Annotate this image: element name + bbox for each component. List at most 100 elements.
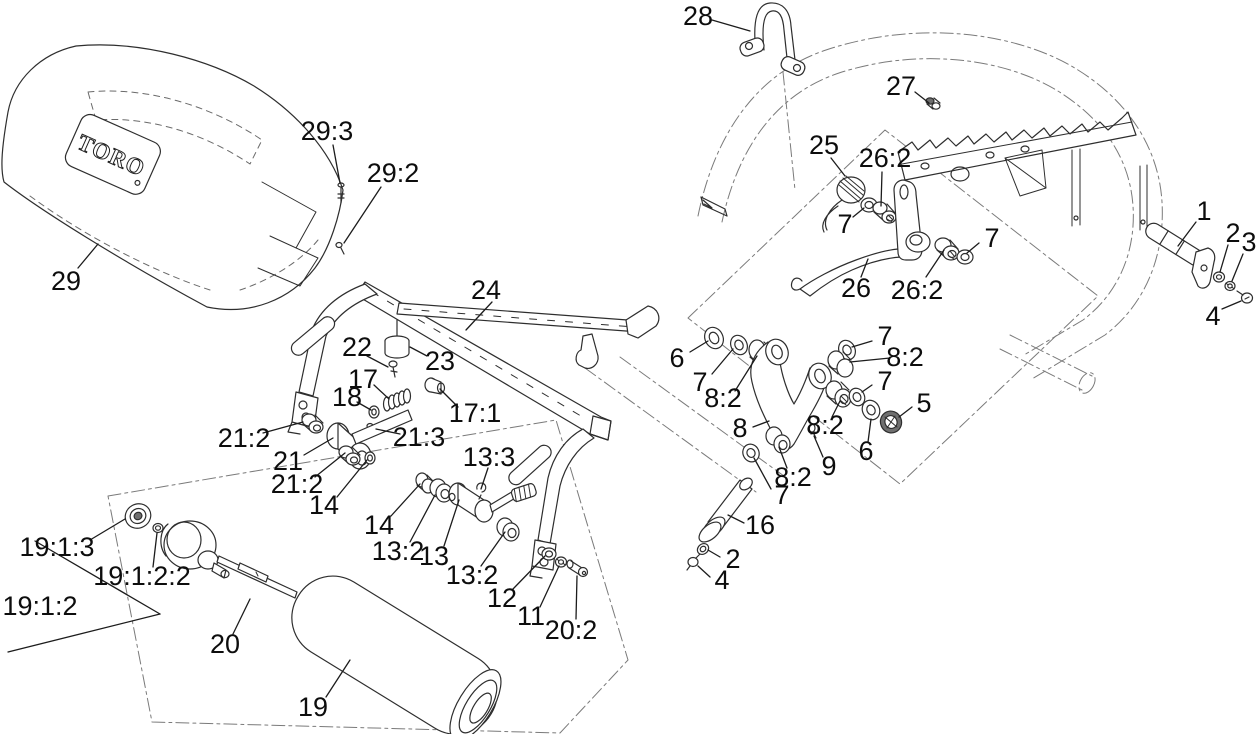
leader-line-21:2 — [314, 452, 346, 478]
leader-line-6 — [867, 418, 872, 443]
bolt-4 — [1236, 290, 1254, 304]
callout-13-2: 13:2 — [446, 560, 499, 590]
callout-12: 12 — [487, 583, 517, 613]
leader-line-5 — [898, 406, 913, 418]
leader-line-12 — [512, 555, 546, 590]
leader-line-26 — [860, 258, 869, 278]
rail-bracket — [575, 333, 599, 369]
callout-13-3: 13:3 — [463, 442, 516, 472]
part-23-cap — [384, 319, 410, 359]
callout-23: 23 — [425, 346, 455, 376]
bushing-8-2 — [825, 380, 852, 408]
leader-line-9 — [813, 435, 824, 458]
leader-line-7 — [851, 340, 873, 348]
leader-line-2 — [707, 549, 721, 558]
toro-logo-plate: TORO — [64, 113, 161, 195]
housing-19-1-2 — [160, 520, 230, 579]
callout-8-2: 8:2 — [774, 462, 812, 492]
callout-6: 6 — [669, 343, 684, 373]
leader-line-1 — [1177, 221, 1197, 247]
leader-line-13 — [443, 499, 460, 547]
cover-top-panel — [87, 90, 263, 165]
detail-box-roller — [107, 419, 629, 734]
part-28-guide — [739, 2, 806, 76]
part-18-washer — [368, 405, 380, 419]
leader-line-16 — [727, 514, 745, 524]
arm-lever — [351, 409, 413, 445]
callout-4: 4 — [714, 565, 729, 595]
leader-line-8:2 — [849, 357, 891, 363]
bearing-19-1-3 — [124, 503, 152, 529]
part-16-pin — [686, 477, 753, 571]
callout-14: 14 — [309, 490, 339, 520]
callout-1: 1 — [1196, 196, 1211, 226]
bushing-8-2 — [827, 350, 854, 378]
callout-8-2: 8:2 — [886, 342, 924, 372]
callout-13-2: 13:2 — [372, 536, 425, 566]
callout-26: 26 — [841, 273, 871, 303]
leader-line-18 — [356, 401, 372, 411]
callout-26-2: 26:2 — [891, 275, 944, 305]
callout-29-3: 29:3 — [301, 116, 354, 146]
yoke-body — [750, 341, 829, 451]
callout-29: 29 — [51, 266, 81, 296]
callout-7: 7 — [692, 367, 707, 397]
washer-7 — [730, 334, 748, 356]
washer-7 — [742, 443, 760, 463]
leader-line-24 — [465, 301, 493, 331]
leader-line-26:2 — [880, 171, 883, 207]
leader-line-8:2 — [831, 400, 841, 418]
bushing-26-2 — [872, 201, 897, 224]
leader-line-8 — [752, 420, 770, 428]
callout-8-2: 8:2 — [806, 410, 844, 440]
callout-17-1: 17:1 — [449, 398, 502, 428]
washer-3 — [1224, 280, 1236, 292]
callout-5: 5 — [916, 388, 931, 418]
callout-29-2: 29:2 — [367, 158, 420, 188]
part-29-2-screw — [335, 241, 345, 255]
part-25-spring — [822, 175, 866, 233]
callout-26-2: 26:2 — [859, 143, 912, 173]
callout-19: 19 — [298, 692, 328, 722]
washer-12 — [541, 547, 557, 561]
washer-7 — [848, 387, 866, 407]
detail-box-lever — [687, 129, 1099, 485]
leader-line-29:2 — [343, 186, 382, 244]
callout-24: 24 — [471, 275, 501, 305]
part-19-roller-group — [124, 503, 502, 734]
part-17-spring-cluster — [359, 377, 446, 442]
leader-line-20:2 — [575, 575, 578, 620]
callout-21-2: 21:2 — [218, 423, 271, 453]
callout-2: 2 — [1225, 218, 1240, 248]
right-grip — [508, 444, 552, 486]
callout-9: 9 — [821, 451, 836, 481]
washer-7 — [956, 249, 974, 265]
leader-line-11 — [539, 565, 560, 608]
callout-8: 8 — [732, 413, 747, 443]
part-1-shaft — [1145, 222, 1254, 304]
frame-tube-stub — [700, 196, 728, 217]
bushing-8-2 — [765, 426, 791, 454]
leader-line-21 — [303, 437, 334, 456]
bracket-line — [782, 71, 796, 191]
callout-21-2: 21:2 — [271, 469, 324, 499]
callout-17: 17 — [348, 364, 378, 394]
part-17-1-plug — [424, 377, 446, 395]
part-13-rod-assembly — [415, 472, 589, 578]
leader-line-8:2 — [734, 355, 758, 392]
washer-2 — [1212, 271, 1226, 283]
callout-20: 20 — [210, 629, 240, 659]
part-22-screw — [388, 360, 398, 378]
leader-line-27 — [914, 91, 930, 104]
part-29-cover: TORO — [1, 44, 345, 311]
callout-4: 4 — [1205, 301, 1220, 331]
bushing-26-2 — [934, 237, 960, 261]
leader-line-19:1:3 — [89, 518, 126, 541]
leader-line-7 — [861, 384, 873, 393]
leader-line-13:2 — [480, 531, 506, 567]
washer-11 — [554, 556, 568, 568]
callout-13: 13 — [419, 541, 449, 571]
leader-line-21:2 — [262, 421, 304, 434]
leader-line-17:1 — [439, 388, 459, 408]
